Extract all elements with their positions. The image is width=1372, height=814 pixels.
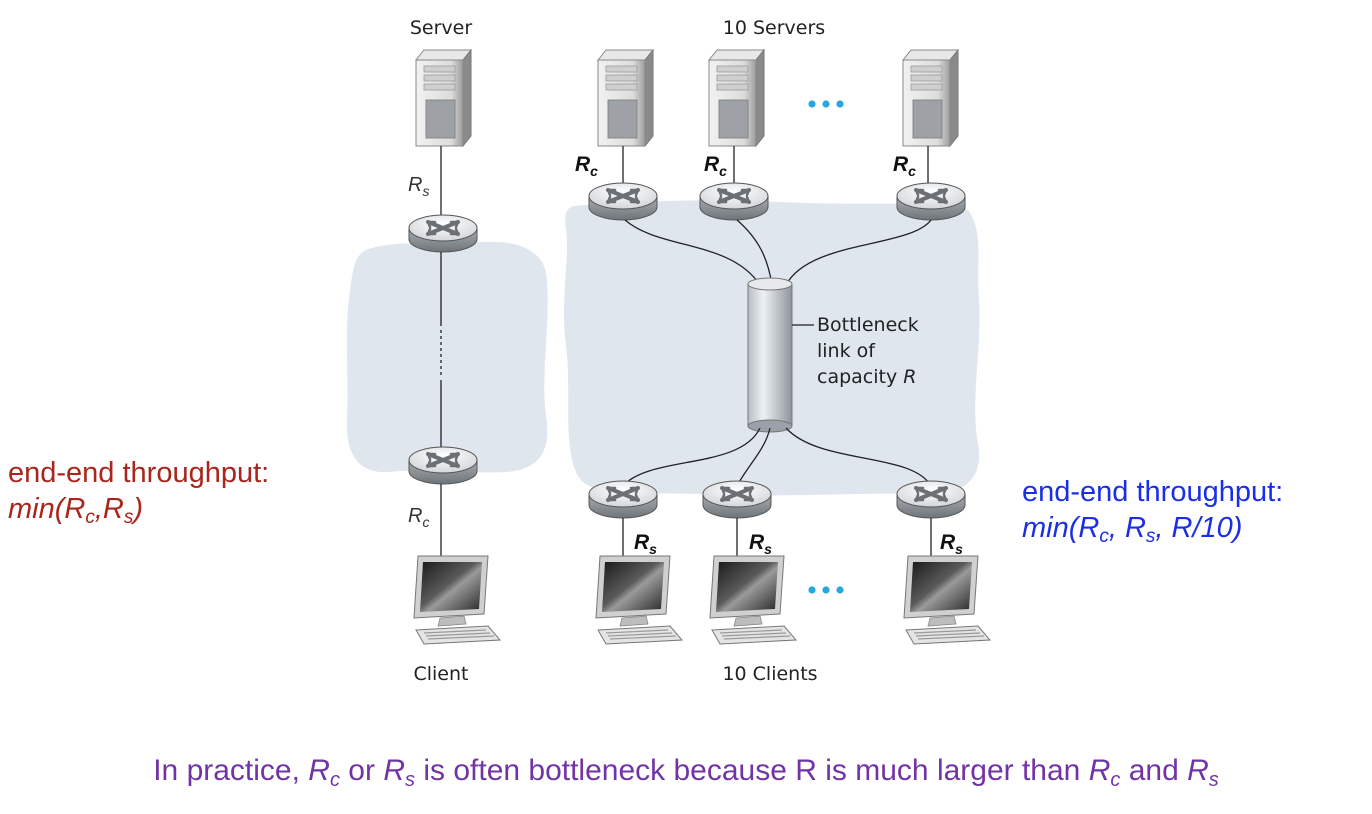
servers-label: 10 Servers [723, 17, 825, 39]
bottleneck-cylinder-icon [748, 278, 792, 432]
rs-link-label: Rs [634, 531, 657, 557]
throughput-heading: end-end throughput: [1022, 474, 1283, 510]
rs-link-label: Rs [408, 174, 429, 199]
left-throughput-formula: end-end throughput: min(Rc,Rs) [8, 455, 269, 527]
ellipsis-icon [808, 100, 843, 107]
router-icon [700, 183, 768, 220]
client-computer-icon [904, 556, 990, 644]
throughput-expression: min(Rc,Rs) [8, 491, 269, 527]
router-icon [589, 481, 657, 518]
server-icon [598, 50, 653, 146]
rs-link-label: Rs [749, 531, 772, 557]
throughput-heading: end-end throughput: [8, 455, 269, 491]
server-icon [416, 50, 471, 146]
bottleneck-label: Bottleneck [817, 314, 919, 336]
server-label: Server [410, 17, 472, 39]
rs-link-label: Rs [940, 531, 963, 557]
router-icon [409, 447, 477, 484]
bottleneck-footnote: In practice, Rc or Rs is often bottlenec… [0, 754, 1372, 788]
router-icon [897, 183, 965, 220]
rc-link-label: Rc [704, 153, 727, 179]
router-icon [897, 481, 965, 518]
client-computer-icon [710, 556, 796, 644]
clients-label: 10 Clients [722, 663, 817, 685]
client-computer-icon [596, 556, 682, 644]
router-icon [589, 183, 657, 220]
server-icon [709, 50, 764, 146]
bottleneck-label: capacity R [817, 366, 916, 388]
rc-link-label: Rc [893, 153, 916, 179]
ellipsis-icon [808, 586, 843, 593]
left-network-cloud [347, 242, 548, 473]
rc-link-label: Rc [575, 153, 598, 179]
router-icon [703, 481, 771, 518]
server-icon [903, 50, 958, 146]
router-icon [409, 215, 477, 252]
right-throughput-formula: end-end throughput: min(Rc, Rs, R/10) [1022, 474, 1283, 546]
client-computer-icon [414, 556, 500, 644]
rc-link-label: Rc [408, 505, 429, 530]
bottleneck-label: link of [817, 340, 876, 362]
client-label: Client [413, 663, 468, 685]
throughput-expression: min(Rc, Rs, R/10) [1022, 510, 1283, 546]
